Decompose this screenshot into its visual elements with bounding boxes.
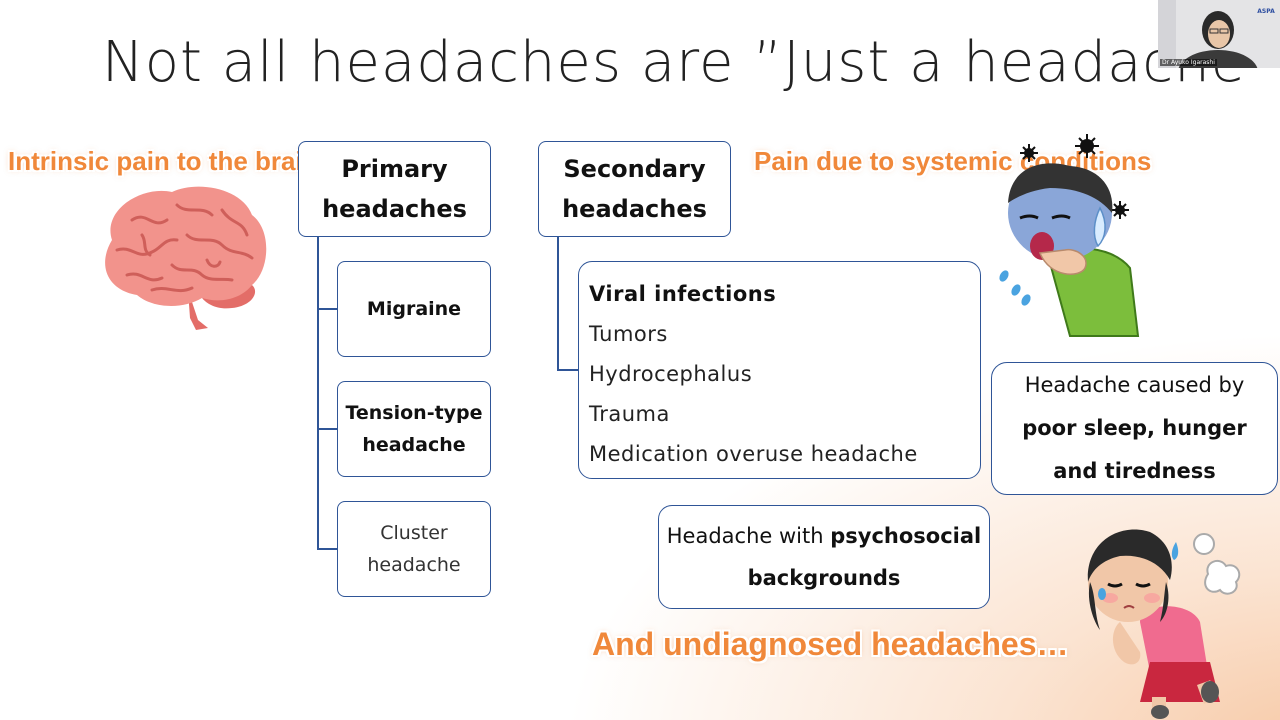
tension-label-line2: headache: [362, 434, 466, 456]
virus-icon: [1020, 134, 1129, 219]
primary-connector-vertical: [317, 237, 319, 549]
primary-connector-2: [317, 428, 338, 430]
secondary-causes-list: Viral infections Tumors Hydrocephalus Tr…: [578, 261, 981, 479]
cluster-label-line1: Cluster: [380, 522, 448, 544]
poor-sleep-line3: and tiredness: [1053, 459, 1216, 483]
poor-sleep-line1: Headache caused by: [1024, 373, 1245, 397]
migraine-label: Migraine: [366, 298, 462, 320]
psychosocial-bold: psychosocial: [830, 524, 982, 548]
slide-title: Not all headaches are ”Just a headache: [101, 30, 1247, 95]
cluster-label-line2: headache: [367, 554, 461, 576]
poor-sleep-line2: poor sleep, hunger: [1022, 416, 1247, 440]
primary-connector-3: [317, 548, 338, 550]
psychosocial-prefix: Headache with: [666, 524, 831, 548]
list-item: Hydrocephalus: [589, 362, 753, 386]
list-item: Viral infections: [589, 282, 777, 306]
list-item: Medication overuse headache: [589, 442, 918, 466]
tired-girl-icon: [1087, 529, 1241, 719]
list-item: Tumors: [589, 322, 668, 346]
poor-sleep-box: Headache caused by poor sleep, hunger an…: [991, 362, 1278, 495]
label-intrinsic: Intrinsic pain to the brain: [8, 146, 319, 176]
presenter-name: Dr Ayuko Igarashi: [1160, 59, 1217, 66]
cluster-box: Cluster headache: [337, 501, 491, 597]
psychosocial-line2: backgrounds: [747, 566, 901, 590]
secondary-connector-vertical: [557, 237, 559, 370]
secondary-title-line2: headaches: [562, 195, 707, 223]
list-item: Trauma: [589, 402, 670, 426]
primary-title-line1: Primary: [341, 155, 448, 183]
primary-connector-1: [317, 308, 338, 310]
secondary-title-line1: Secondary: [563, 155, 706, 183]
primary-headaches-box: Primary headaches: [298, 141, 491, 237]
presenter-video: ASPA Dr Ayuko Igarashi: [1158, 0, 1280, 68]
aspa-logo: ASPA: [1257, 8, 1275, 15]
primary-title-line2: headaches: [322, 195, 467, 223]
brain-icon: [105, 186, 267, 330]
psychosocial-box: Headache with psychosocial backgrounds: [658, 505, 990, 609]
secondary-headaches-box: Secondary headaches: [538, 141, 731, 237]
secondary-connector-horizontal: [557, 369, 578, 371]
migraine-box: Migraine: [337, 261, 491, 357]
tension-type-box: Tension-type headache: [337, 381, 491, 477]
sick-boy-icon: [999, 134, 1140, 337]
label-undiagnosed: And undiagnosed headaches…: [592, 626, 1069, 662]
tension-label-line1: Tension-type: [345, 402, 483, 424]
